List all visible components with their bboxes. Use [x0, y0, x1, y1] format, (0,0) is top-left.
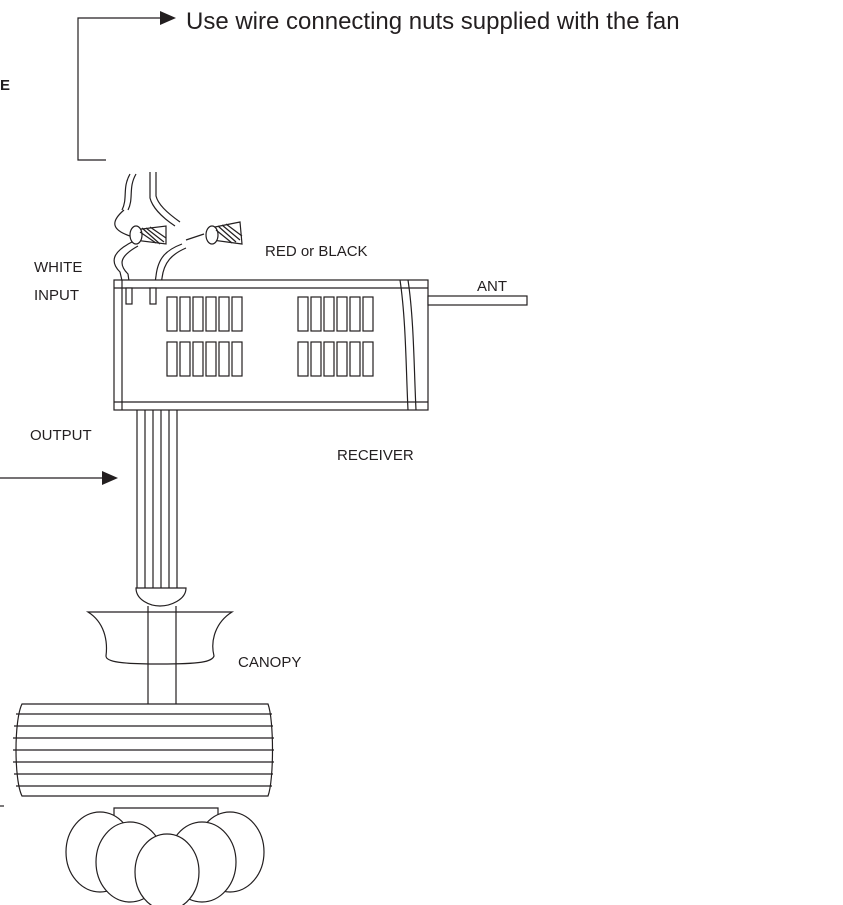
- antenna: [427, 295, 528, 306]
- callout-arrowhead: [160, 11, 176, 25]
- receiver-label: RECEIVER: [337, 447, 414, 464]
- wire-nut-right: [205, 221, 243, 245]
- vent-grille-left-bottom: [166, 341, 243, 377]
- receiver-box: [113, 279, 528, 411]
- vent-grille-right-top: [297, 296, 374, 332]
- black-wire-stub: [149, 287, 157, 305]
- wire-right-top-b: [155, 172, 181, 223]
- wire-left-top-b: [127, 173, 137, 211]
- motor-housing: [13, 703, 274, 797]
- vent-grille-left-top: [166, 296, 243, 332]
- output-label: OUTPUT: [30, 427, 92, 444]
- wire-left-to-nut: [114, 209, 131, 237]
- wire-nut-left: [129, 225, 167, 245]
- receiver-outline: [113, 279, 429, 411]
- wire-black-down-a: [151, 243, 183, 305]
- light-kit: [65, 807, 265, 905]
- canopy-collar: [135, 587, 187, 607]
- input-label: INPUT: [34, 287, 79, 304]
- white-wire-stub: [125, 287, 133, 305]
- output-wires: [136, 410, 178, 588]
- wire-white-down-b: [121, 245, 139, 303]
- white-label: WHITE: [34, 259, 82, 276]
- wire-black-down-b: [157, 247, 187, 305]
- callout-leader-line: [77, 17, 162, 161]
- wire-to-nut-right: [185, 233, 205, 241]
- vent-grille-right-bottom: [297, 341, 374, 377]
- receiver-end-curve-b: [407, 279, 417, 411]
- note-text: Use wire connecting nuts supplied with t…: [186, 8, 680, 35]
- red-black-label: RED or BLACK: [265, 243, 368, 260]
- output-arrow: [0, 471, 118, 485]
- canopy: [85, 587, 235, 704]
- wire-white-down-a: [113, 241, 133, 299]
- wire-left-top-a: [121, 173, 131, 211]
- canopy-shell: [85, 611, 235, 665]
- edge-letter: E: [0, 77, 10, 94]
- light-globe-center: [134, 833, 200, 905]
- ant-label: ANT: [477, 278, 507, 295]
- canopy-label: CANOPY: [238, 654, 301, 671]
- input-wires: [113, 172, 243, 305]
- note-callout: Use wire connecting nuts supplied with t…: [77, 8, 680, 161]
- receiver-end-curve-a: [399, 279, 409, 411]
- wire-right-top-a: [149, 172, 176, 227]
